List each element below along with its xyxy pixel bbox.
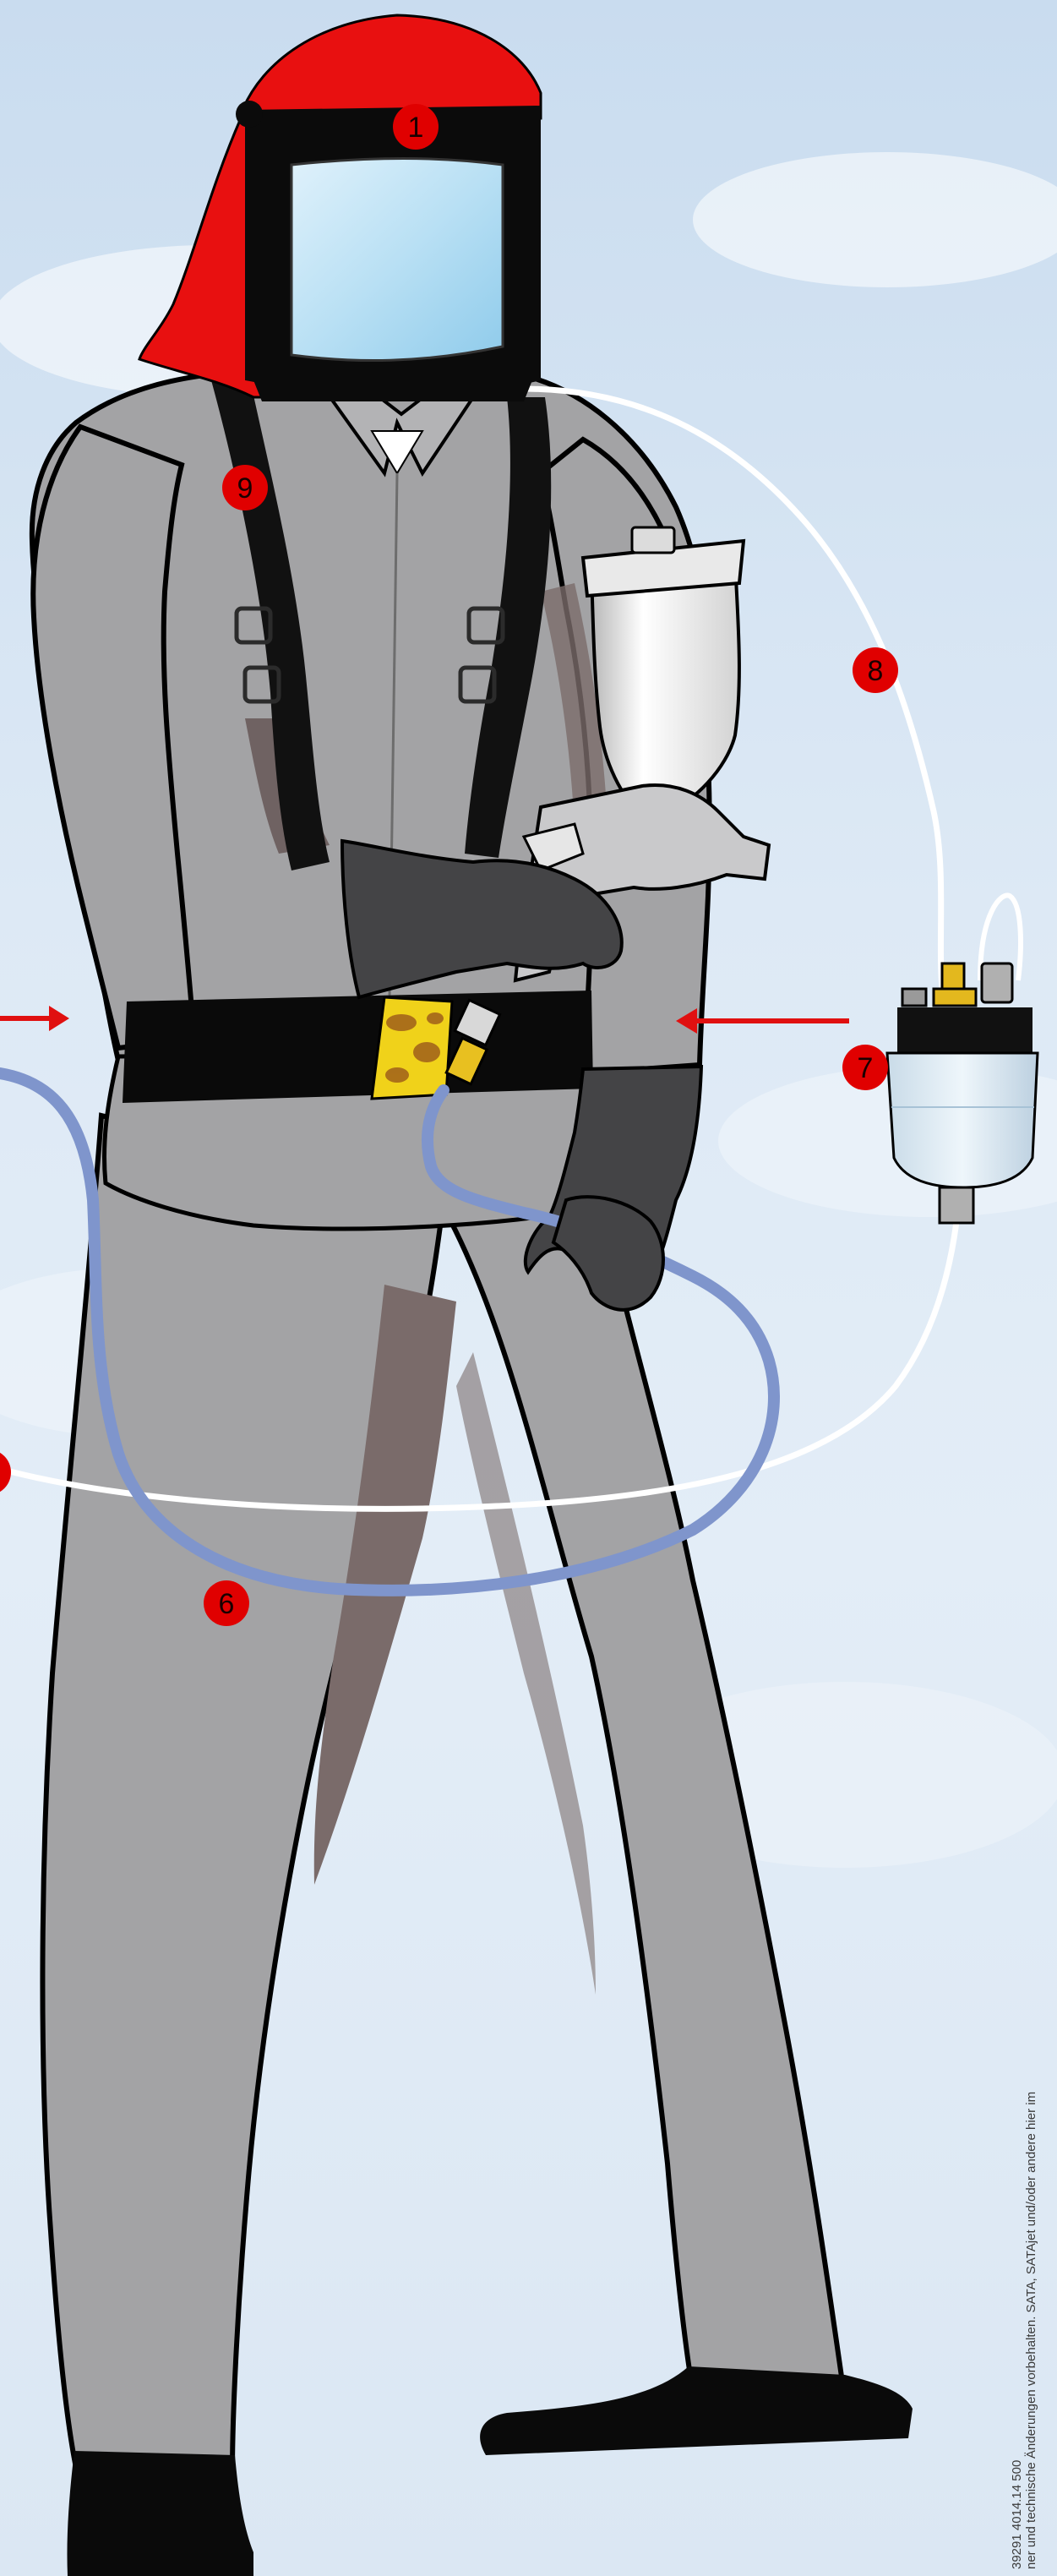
right-boot	[480, 2366, 913, 2455]
marker-8-label: 8	[868, 655, 884, 687]
footnote-line-1: 39291 4014.14 500	[1010, 1809, 1024, 2569]
legal-footnote: 39291 4014.14 500 ner und technische Änd…	[1010, 1809, 1038, 2569]
marker-8: 8	[853, 647, 898, 693]
arrow-left	[0, 1006, 69, 1031]
marker-7-label: 7	[858, 1052, 874, 1084]
hood-top	[241, 15, 541, 118]
marker-9-label: 9	[237, 472, 253, 505]
spray-gun-lid-knob	[632, 527, 674, 553]
spray-gun-cup	[591, 558, 739, 813]
hood-knob	[236, 101, 263, 128]
marker-9: 9	[222, 465, 268, 510]
marker-1: 1	[393, 104, 439, 150]
hood-visor	[291, 159, 503, 361]
marker-1-label: 1	[408, 112, 424, 144]
footnote-line-2: ner und technische Änderungen vorbehalte…	[1024, 1809, 1038, 2569]
marker-6: 6	[204, 1580, 249, 1626]
left-boot	[67, 2451, 253, 2576]
marker-7: 7	[842, 1045, 888, 1090]
marker-cropped-left	[0, 1449, 11, 1495]
belt	[123, 991, 593, 1103]
marker-6-label: 6	[219, 1588, 235, 1620]
belt-regulator	[372, 997, 452, 1099]
hood-neck	[253, 380, 532, 401]
